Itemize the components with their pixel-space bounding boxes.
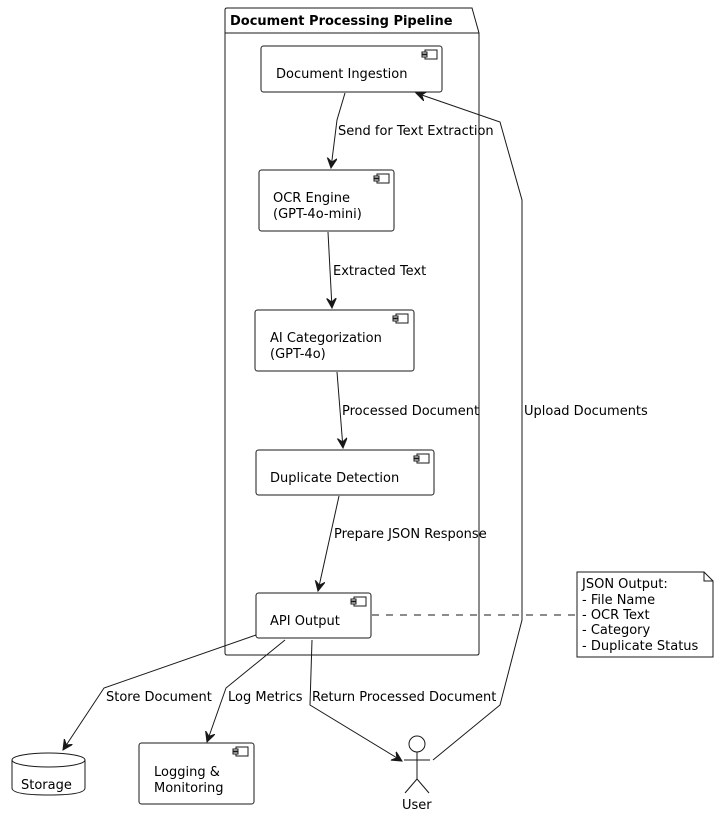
component-label-line-2: Monitoring xyxy=(154,781,224,796)
component-icon xyxy=(421,49,438,60)
edge-label-log-metrics: Log Metrics xyxy=(228,690,303,705)
component-label-line-1: AI Categorization xyxy=(270,331,382,346)
component-ai-categorization[interactable]: AI Categorization (GPT-4o) xyxy=(254,309,415,372)
edges: Send for Text Extraction Extracted Text … xyxy=(63,93,648,761)
edge-send-for-text-extraction xyxy=(331,92,346,168)
component-icon xyxy=(413,453,430,464)
component-label-line-2: (GPT-4o) xyxy=(270,347,326,362)
note-json-output: JSON Output: - File Name - OCR Text - Ca… xyxy=(576,571,714,658)
component-icon xyxy=(392,313,409,324)
component-api-output[interactable]: API Output xyxy=(255,592,372,639)
package-title: Document Processing Pipeline xyxy=(230,14,453,29)
actor-label: User xyxy=(402,798,432,813)
edge-label-send-for-text-extraction: Send for Text Extraction xyxy=(338,124,494,139)
component-label-line-1: OCR Engine xyxy=(273,191,350,206)
edge-label-upload-documents: Upload Documents xyxy=(524,404,648,419)
actor-user[interactable]: User xyxy=(402,735,432,813)
database-label: Storage xyxy=(21,778,72,793)
note-line: - File Name xyxy=(582,593,655,608)
edge-label-store-document: Store Document xyxy=(106,690,212,705)
edge-extracted-text xyxy=(328,231,332,308)
component-icon xyxy=(232,746,249,757)
edge-label-return-processed-document: Return Processed Document xyxy=(312,690,496,705)
note-line: - OCR Text xyxy=(582,608,650,623)
component-logging-monitoring[interactable]: Logging & Monitoring xyxy=(138,742,255,805)
edge-processed-document xyxy=(336,371,343,448)
edge-prepare-json-response xyxy=(318,495,340,591)
edge-label-processed-document: Processed Document xyxy=(342,404,479,419)
component-document-ingestion[interactable]: Document Ingestion xyxy=(260,45,443,93)
component-label: Duplicate Detection xyxy=(270,471,399,486)
component-label: Document Ingestion xyxy=(276,67,407,82)
edge-log-metrics xyxy=(207,639,286,742)
note-line: - Category xyxy=(582,623,651,638)
note-line: JSON Output: xyxy=(581,577,668,592)
component-ocr-engine[interactable]: OCR Engine (GPT-4o-mini) xyxy=(258,169,395,232)
edge-store-document xyxy=(63,634,257,750)
component-label: API Output xyxy=(270,614,340,629)
component-duplicate-detection[interactable]: Duplicate Detection xyxy=(255,449,435,496)
component-label-line-2: (GPT-4o-mini) xyxy=(273,207,362,222)
edge-label-prepare-json-response: Prepare JSON Response xyxy=(334,527,487,542)
note-line: - Duplicate Status xyxy=(582,639,699,654)
actor-icon xyxy=(404,735,430,794)
edge-upload-documents xyxy=(416,93,523,761)
component-icon xyxy=(350,596,367,607)
edge-return-processed-document xyxy=(309,639,402,761)
component-label-line-1: Logging & xyxy=(154,765,220,780)
edge-label-extracted-text: Extracted Text xyxy=(333,264,426,279)
component-icon xyxy=(373,173,390,184)
database-storage[interactable]: Storage xyxy=(11,752,86,796)
